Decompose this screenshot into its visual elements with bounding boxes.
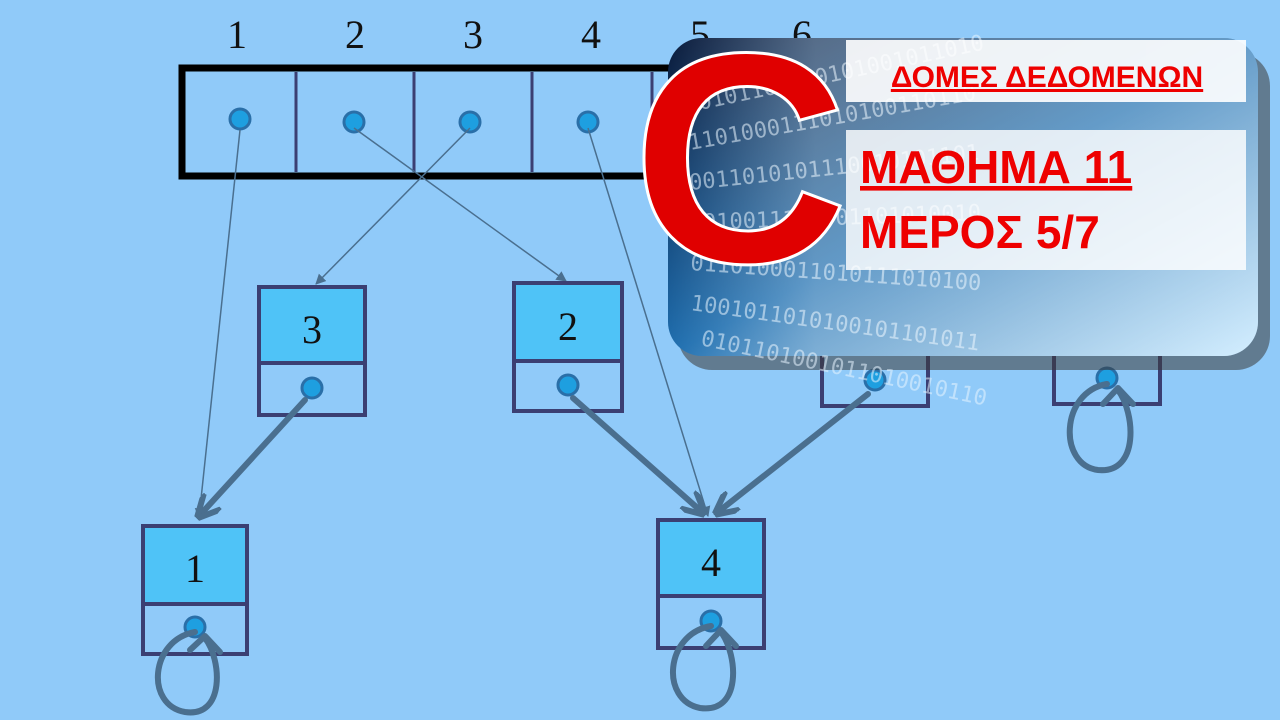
lesson-box <box>846 130 1246 270</box>
arrow <box>718 391 871 512</box>
node-top <box>141 524 249 606</box>
arrow <box>315 127 471 285</box>
node-label: 4 <box>701 540 721 585</box>
array-index: 1 <box>227 12 247 57</box>
self-loop-arrow <box>187 633 223 655</box>
array-index: 2 <box>345 12 365 57</box>
parent-array <box>178 64 776 180</box>
part-title: ΜΕΡΟΣ 5/7 <box>860 206 1100 258</box>
array-pointer-dot <box>228 107 252 131</box>
node-top <box>257 285 367 365</box>
array-pointer-dot <box>342 110 366 134</box>
array-pointer-dot <box>576 110 600 134</box>
node: 3 <box>257 285 367 417</box>
node-arrows <box>200 391 871 515</box>
node: 2 <box>512 281 624 413</box>
node-top <box>656 518 766 598</box>
node: 1 <box>141 524 249 656</box>
self-loop-arrow <box>1100 385 1136 407</box>
self-loop-arrow <box>669 623 737 712</box>
arrow <box>587 127 711 518</box>
self-loop-arrow <box>1066 381 1134 474</box>
array-index: 3 <box>463 12 483 57</box>
subject-title: ΔΟΜΕΣ ΔΕΔΟΜΕΝΩΝ <box>891 61 1203 94</box>
array-pointer-dot <box>458 110 482 134</box>
self-loop-arrow <box>703 627 739 649</box>
subject-box <box>846 40 1246 102</box>
arrow <box>353 127 567 282</box>
title-banner: 0101100110101001011010 11010001110101001… <box>630 0 1270 411</box>
node-label: 1 <box>185 546 205 591</box>
arrow <box>200 397 308 515</box>
self-loops <box>154 381 1136 716</box>
self-loop-arrow <box>154 629 220 716</box>
arrow <box>570 395 702 512</box>
node-label: 2 <box>558 304 578 349</box>
node-label: 3 <box>302 307 322 352</box>
c-logo: C <box>632 0 849 326</box>
node-top <box>512 281 624 363</box>
node-pointer-dot <box>300 376 324 400</box>
node-pointer-dot <box>556 373 580 397</box>
arrow <box>194 129 241 520</box>
array-index: 4 <box>581 12 601 57</box>
lesson-title: ΜΑΘΗΜΑ 11 <box>860 141 1132 193</box>
array-arrows <box>194 127 711 520</box>
